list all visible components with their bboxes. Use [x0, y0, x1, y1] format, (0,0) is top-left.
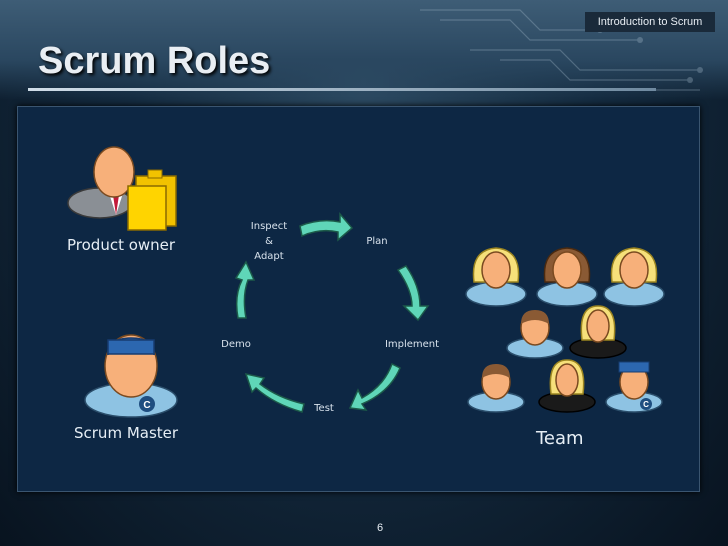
arrow-plan-to-implement: [396, 265, 430, 322]
svg-text:C: C: [143, 400, 150, 411]
arrow-implement-to-test: [348, 362, 401, 411]
svg-text:C: C: [643, 400, 649, 409]
arrow-demo-to-inspect: [234, 260, 256, 319]
team-member-icon: [538, 359, 596, 413]
team-member-icon: [603, 247, 665, 307]
arrow-inspect-to-plan: [299, 211, 354, 242]
product-owner-label: Product owner: [67, 236, 176, 254]
team-label: Team: [536, 428, 584, 449]
page-number: 6: [376, 522, 384, 534]
title-underline: [28, 88, 656, 91]
team-member-icon: C: [605, 361, 663, 413]
cycle-test-label: Test: [314, 403, 334, 414]
cycle-implement-label: Implement: [384, 339, 440, 350]
team-member-icon: [569, 305, 627, 359]
team-member-icon: [467, 364, 525, 413]
cycle-demo-label: Demo: [221, 339, 251, 350]
header-tag: Introduction to Scrum: [585, 12, 715, 32]
product-owner-icon: [67, 146, 135, 219]
folder-icon: [127, 169, 177, 231]
team-member-icon: [506, 310, 564, 359]
team-icons: C: [465, 247, 665, 413]
scrum-master-label: Scrum Master: [74, 424, 179, 442]
team-member-icon: [536, 247, 598, 307]
cycle-inspect-line3: Adapt: [254, 251, 284, 262]
scrum-master-icon: C: [84, 334, 178, 418]
cycle-arrows: [234, 211, 430, 413]
cycle-plan-label: Plan: [366, 236, 388, 247]
slide-title: Scrum Roles: [38, 40, 271, 82]
team-member-icon: [465, 247, 527, 307]
arrow-test-to-demo: [244, 372, 305, 413]
cycle-inspect-line1: Inspect: [250, 221, 288, 232]
cycle-inspect-line2: &: [265, 236, 273, 247]
